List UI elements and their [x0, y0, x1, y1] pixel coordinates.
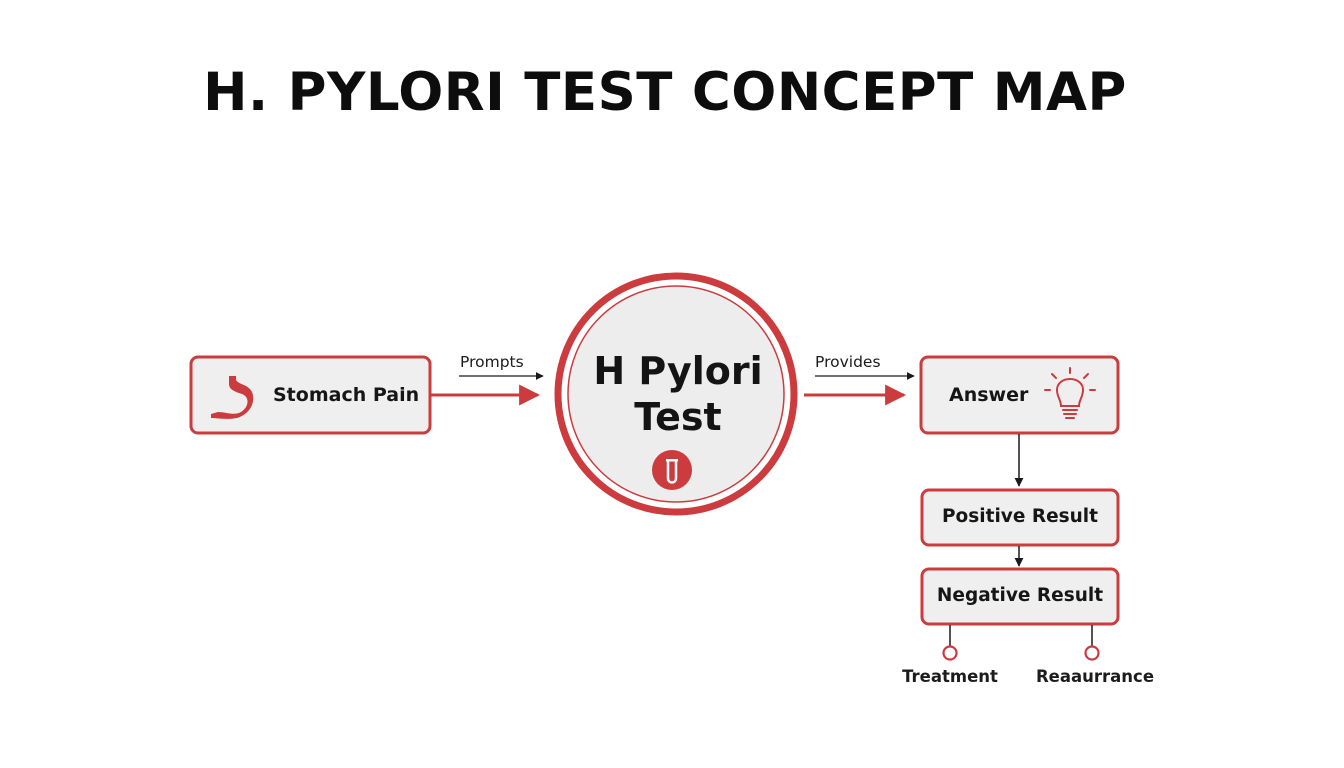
- node-center-inner: [567, 285, 785, 503]
- page-title: H. PYLORI TEST CONCEPT MAP: [203, 62, 1127, 123]
- edge-provides-label: Provides: [815, 353, 881, 371]
- treatment-dot: [942, 645, 958, 661]
- stomach-pain-label: Stomach Pain: [273, 384, 420, 406]
- center-test-label: H Pylori Test: [593, 349, 763, 439]
- test-tube-icon: [652, 450, 692, 490]
- reassurance-label: Reaaurrance: [1035, 667, 1155, 686]
- node-positive-result: [920, 488, 1120, 547]
- node-negative-result: [920, 567, 1120, 626]
- positive-result-label: Positive Result: [941, 506, 1098, 527]
- edge-prompts-label: Prompts: [460, 353, 524, 371]
- negative-result-label: Negative Result: [936, 585, 1104, 606]
- reassurance-dot: [1084, 645, 1100, 661]
- stomach-icon: [211, 376, 254, 419]
- lightbulb-icon: [1044, 367, 1096, 419]
- node-stomach-pain: [189, 355, 432, 435]
- answer-label: Answer: [949, 384, 1029, 406]
- treatment-label: Treatment: [902, 667, 998, 686]
